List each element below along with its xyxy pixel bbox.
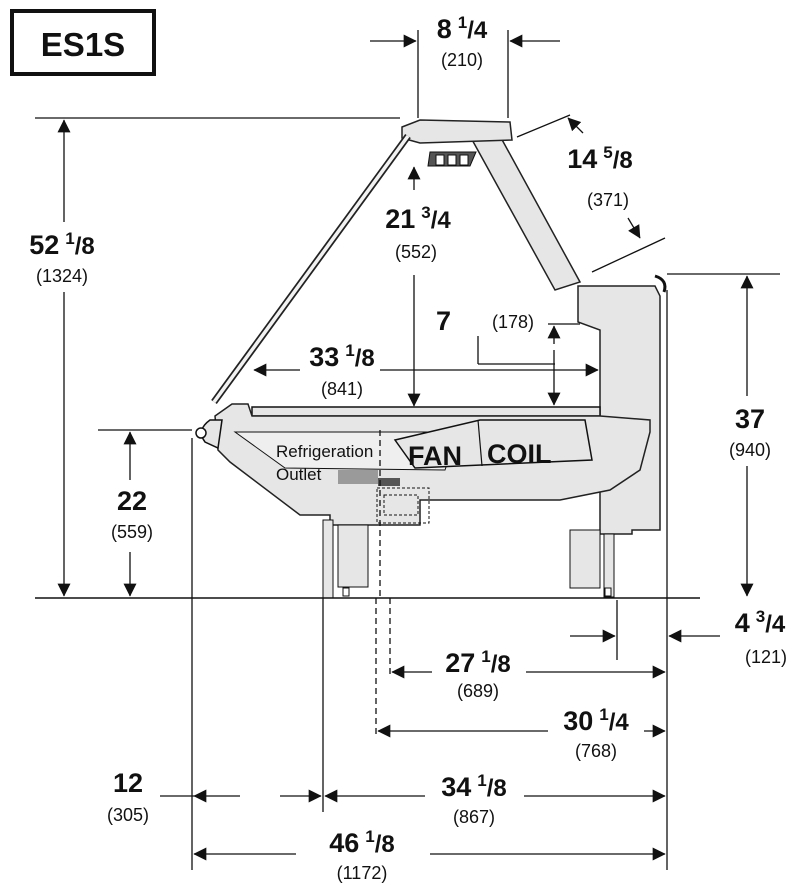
rear-column bbox=[577, 285, 661, 535]
model-name: ES1S bbox=[41, 26, 125, 63]
label-refrigeration: Refrigeration bbox=[276, 442, 373, 461]
legs bbox=[322, 519, 615, 599]
dimension-overall-depth-mm: (1172) bbox=[337, 863, 388, 883]
canopy-top bbox=[401, 119, 513, 144]
fan-coil-housing bbox=[393, 419, 593, 469]
dimension-front-height-inches: 22 bbox=[117, 486, 147, 516]
dimension-front-offset-inches: 12 bbox=[113, 768, 143, 798]
dimension-top-width-mm: (210) bbox=[441, 50, 483, 70]
dimension-rear-clearance-mm: (178) bbox=[492, 312, 534, 332]
dimension-light-to-shelf-mm: (552) bbox=[395, 242, 437, 262]
dimension-overall-height-mm: (1324) bbox=[36, 266, 88, 286]
dimension-leg-to-rear-mm: (689) bbox=[457, 681, 499, 701]
model-label-box: ES1S bbox=[10, 9, 156, 76]
piping bbox=[376, 487, 430, 524]
dimension-rear-height-inches: 37 bbox=[735, 404, 765, 434]
dimension-outlet-to-rear-mm: (768) bbox=[575, 741, 617, 761]
dimension-base-depth-mm: (867) bbox=[453, 807, 495, 827]
light-fixture bbox=[427, 151, 477, 167]
dimension-lines bbox=[35, 30, 780, 870]
rear-hook bbox=[654, 274, 667, 293]
display-case bbox=[195, 119, 667, 599]
dimension-front-offset-mm: (305) bbox=[107, 805, 149, 825]
component-labels: Refrigeration Outlet FAN COIL bbox=[276, 439, 552, 484]
deck bbox=[251, 406, 601, 417]
dimension-glass-slope-mm: (371) bbox=[587, 190, 629, 210]
front-glass bbox=[211, 133, 411, 405]
dimension-rear-height-mm: (940) bbox=[729, 440, 771, 460]
dimension-rear-clearance-inches: 7 bbox=[436, 306, 451, 336]
dimension-deck-depth-mm: (841) bbox=[321, 379, 363, 399]
dimension-rear-offset-mm: (121) bbox=[745, 647, 787, 667]
label-fan: FAN bbox=[408, 441, 462, 471]
label-coil: COIL bbox=[487, 439, 552, 469]
canopy-rear-arm bbox=[468, 135, 582, 291]
refrigeration-outlet-marker bbox=[338, 470, 378, 484]
label-outlet: Outlet bbox=[276, 465, 322, 484]
dimension-front-height-mm: (559) bbox=[111, 522, 153, 542]
